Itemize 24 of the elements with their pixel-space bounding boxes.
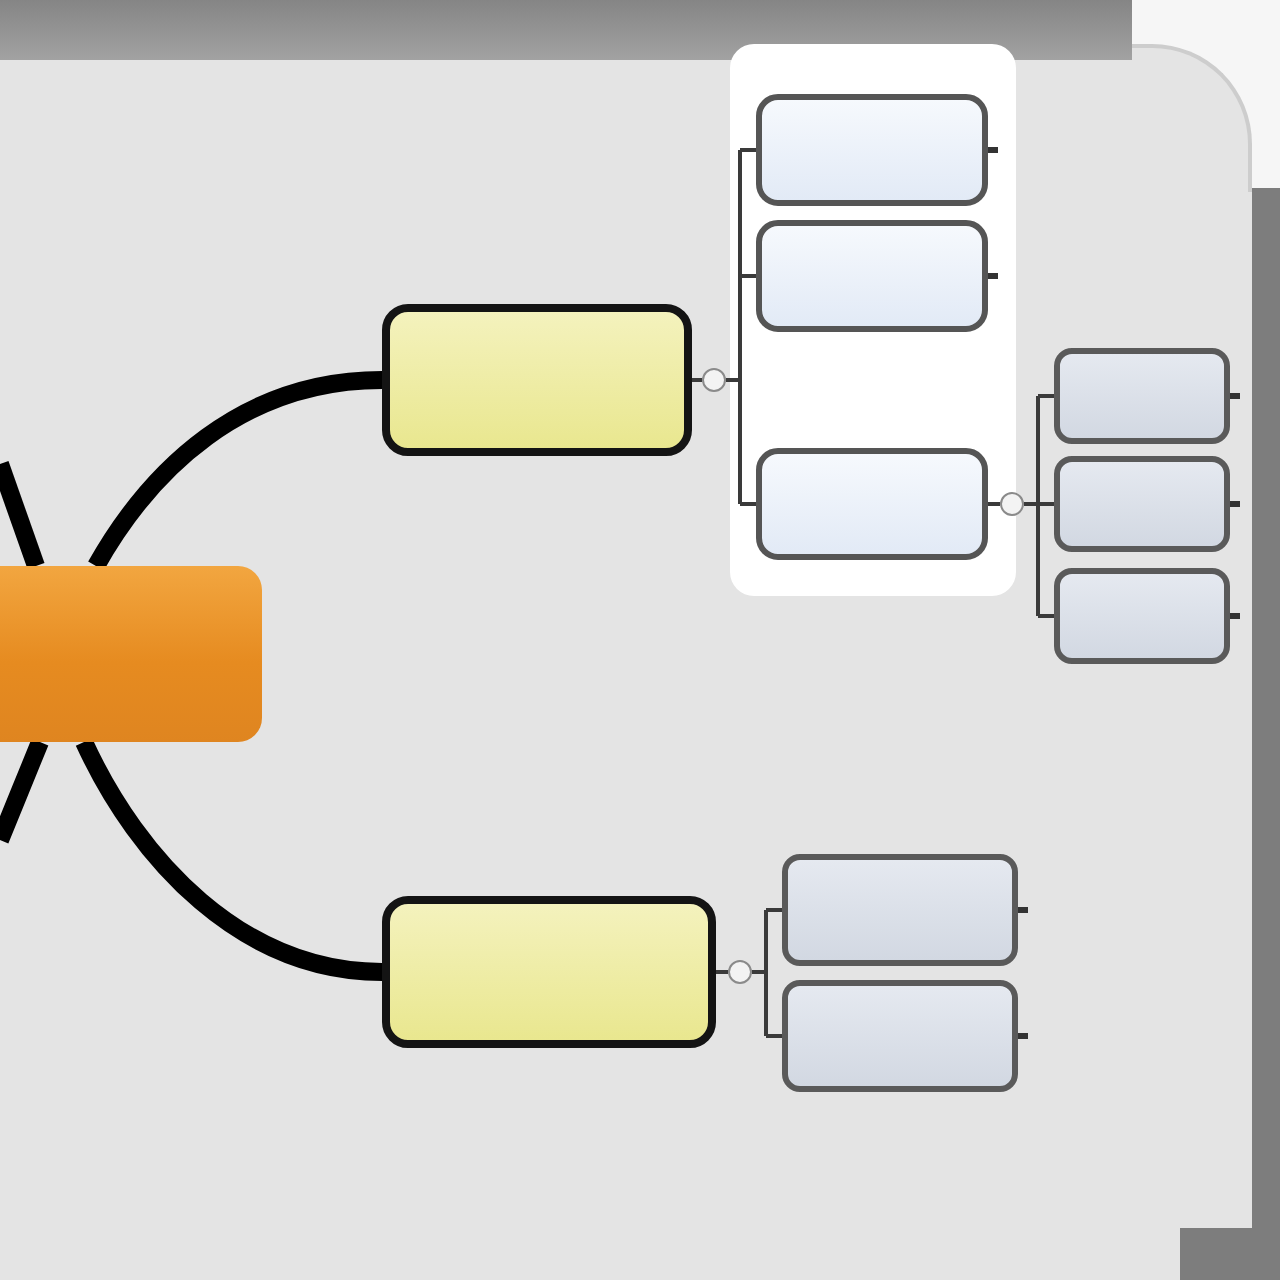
toggle-circle	[728, 960, 752, 984]
bracket-connector	[1022, 394, 1056, 618]
toggle-circle	[1000, 492, 1024, 516]
highlight-panel	[730, 44, 1016, 596]
subtopic-box	[756, 220, 988, 332]
connector-line	[988, 502, 1000, 506]
main-topic-box	[382, 304, 692, 456]
connector-line	[716, 970, 728, 974]
subtopic-box	[1054, 568, 1230, 664]
subtopic-box	[782, 980, 1018, 1092]
subtopic-box	[782, 854, 1018, 966]
main-topic-box	[382, 896, 716, 1048]
curved-branch-line	[88, 371, 383, 571]
central-topic-box	[0, 566, 262, 742]
curved-branch-line	[0, 461, 45, 569]
curved-branch-line	[0, 738, 49, 844]
subtopic-box	[756, 448, 988, 560]
toggle-circle	[702, 368, 726, 392]
subtopic-box	[1054, 348, 1230, 444]
subtopic-box	[756, 94, 988, 206]
subtopic-box	[1054, 456, 1230, 552]
curved-branch-line	[75, 738, 383, 981]
connector-line	[692, 378, 702, 382]
bracket-connector	[750, 908, 784, 1038]
